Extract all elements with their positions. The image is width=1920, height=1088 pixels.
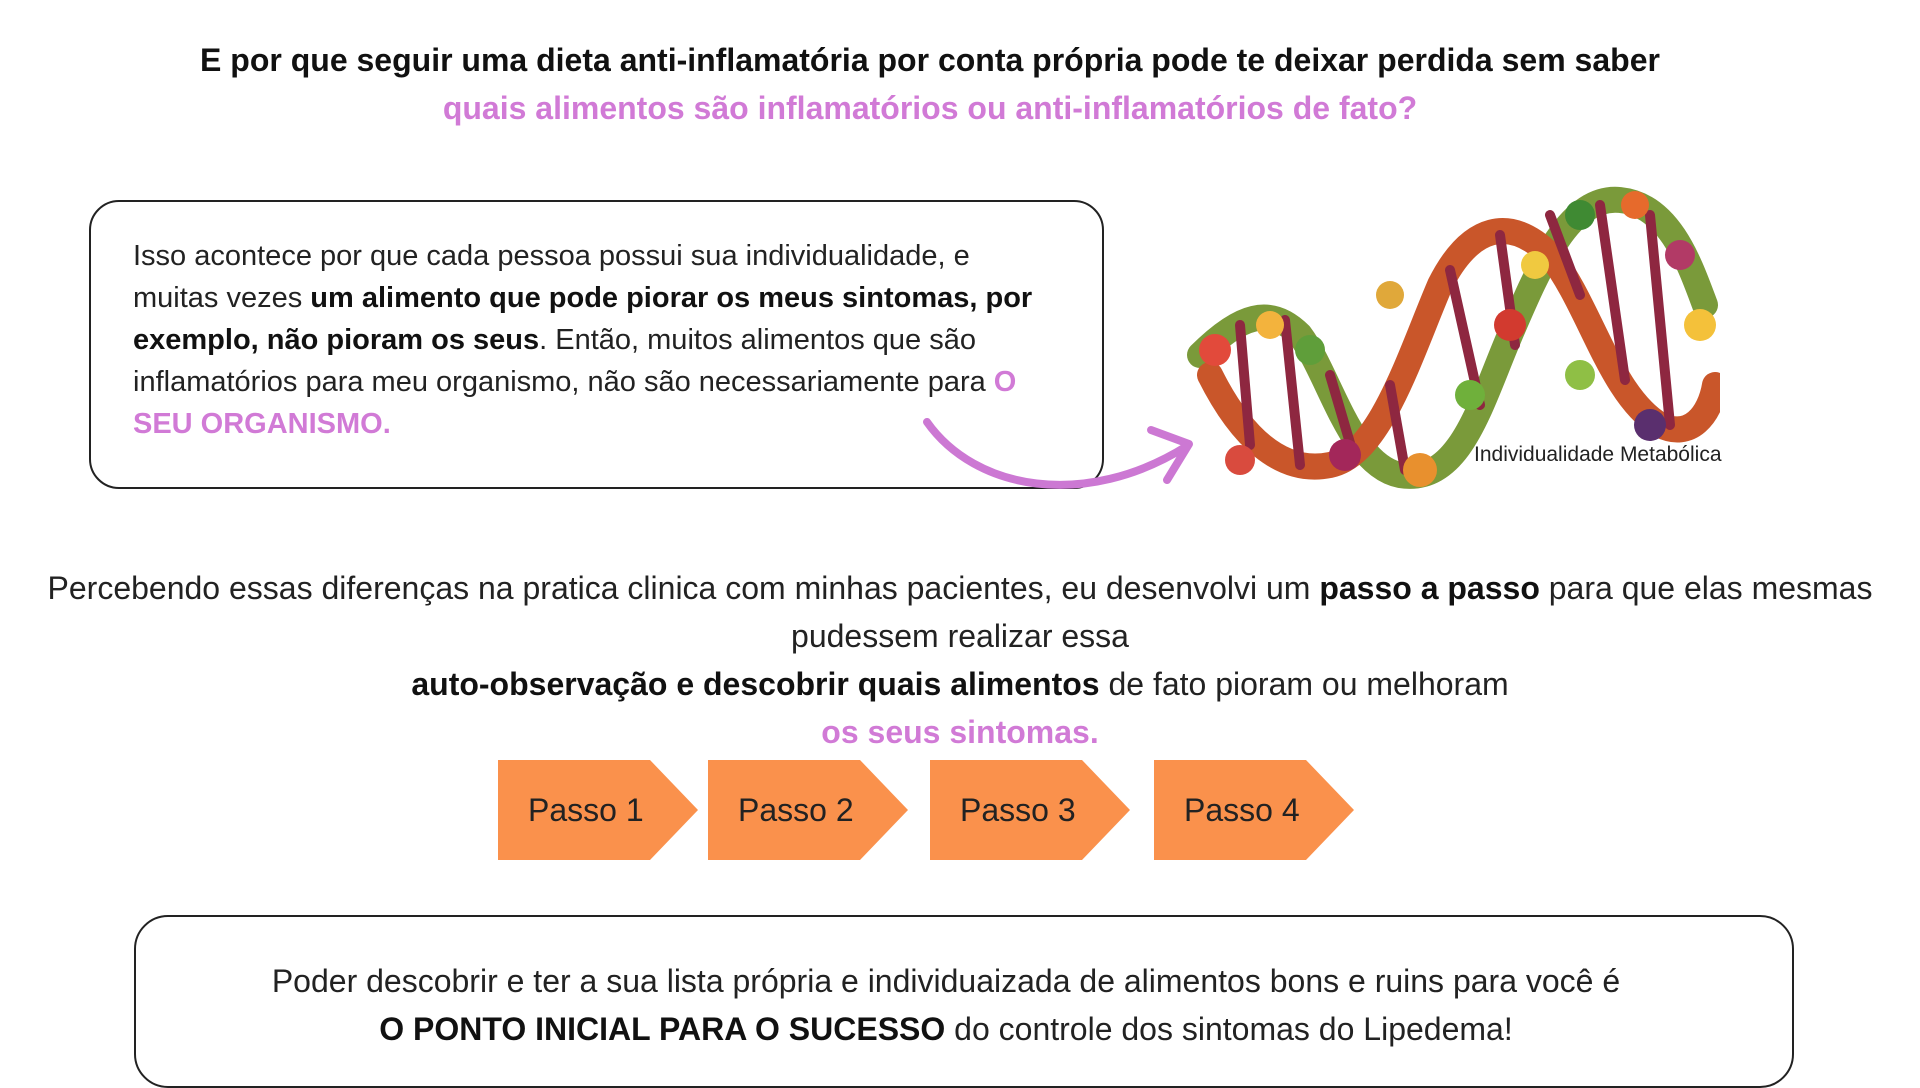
para2-pink-text: os seus sintomas. — [821, 714, 1099, 750]
curved-arrow-icon — [923, 418, 1193, 489]
step-1-chevron[interactable]: Passo 1 — [498, 760, 698, 860]
success-text: Poder descobrir e ter a sua lista própri… — [136, 957, 1756, 1053]
individuality-explanation-box: Isso acontece por que cada pessoa possui… — [89, 200, 1104, 489]
headline-line2: quais alimentos são inflamatórios ou ant… — [442, 90, 1418, 126]
box2-line1: Poder descobrir e ter a sua lista própri… — [271, 963, 1621, 999]
box2-line2: O PONTO INICIAL PARA O SUCESSO do contro… — [136, 1005, 1756, 1053]
step-4-chevron[interactable]: Passo 4 — [1154, 760, 1354, 860]
box1-bold-text: um alimento que pode piorar os meus sint… — [133, 282, 1033, 356]
para2-text-part2: para que elas mesmas pudessem realizar e… — [791, 570, 1873, 654]
individuality-text: Isso acontece por que cada pessoa possui… — [133, 235, 1063, 445]
box1-pink-text: O SEU ORGANISMO. — [133, 366, 1017, 440]
para2-bold-2: auto-observação e descobrir quais alimen… — [411, 666, 1100, 702]
steps-row: Passo 1 Passo 2 Passo 3 Passo 4 — [0, 760, 1920, 860]
step-3-chevron[interactable]: Passo 3 — [930, 760, 1130, 860]
para2-bold-1: passo a passo — [1319, 570, 1540, 606]
box1-text-part1: Isso acontece por que cada pessoa possui… — [133, 240, 970, 314]
step-by-step-paragraph: Percebendo essas diferenças na pratica c… — [0, 564, 1920, 756]
step-2-chevron[interactable]: Passo 2 — [708, 760, 908, 860]
box2-line2-rest: do controle dos sintomas do Lipedema! — [945, 1011, 1513, 1047]
para2-text-part3: de fato pioram ou melhoram — [1099, 666, 1509, 702]
box1-text-part2: . Então, muitos alimentos que são inflam… — [133, 324, 994, 398]
image-caption: Individualidade Metabólica — [1474, 443, 1722, 466]
headline: E por que seguir uma dieta anti-inflamat… — [0, 36, 1860, 132]
headline-line1: E por que seguir uma dieta anti-inflamat… — [200, 42, 1660, 78]
para2-text-part1: Percebendo essas diferenças na pratica c… — [47, 570, 1320, 606]
box2-bold-text: O PONTO INICIAL PARA O SUCESSO — [379, 1011, 946, 1047]
dna-fruits-vegetables-image — [1187, 186, 1720, 489]
success-callout-box: Poder descobrir e ter a sua lista própri… — [134, 915, 1794, 1088]
